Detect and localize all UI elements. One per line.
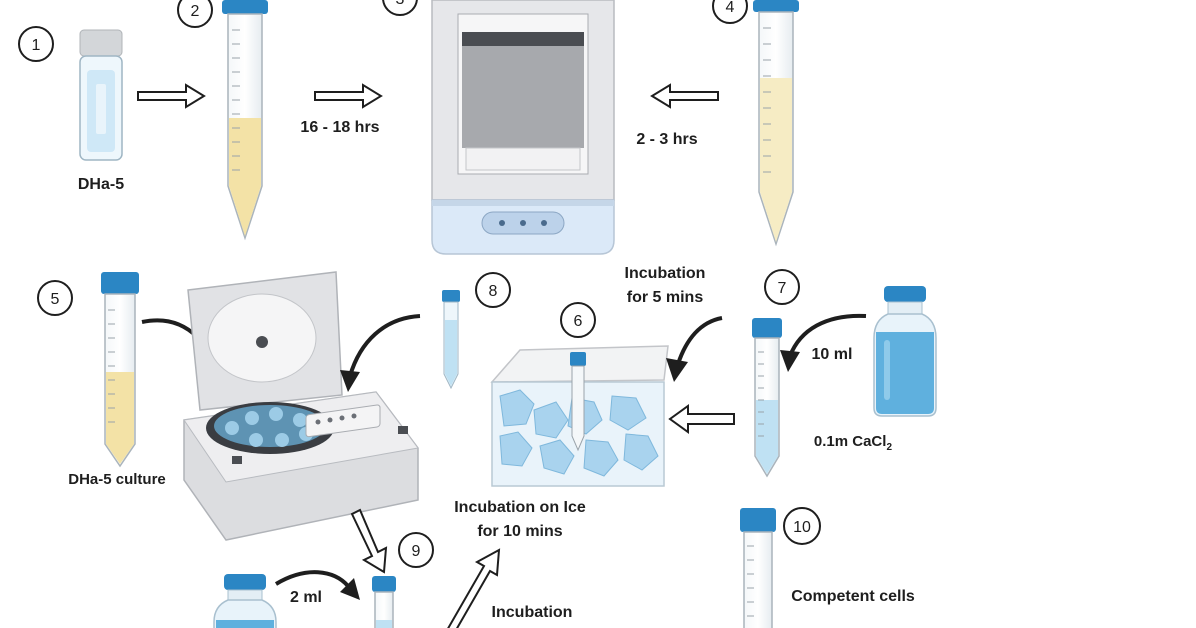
- step-4-number: 4: [726, 0, 735, 16]
- ice-box: [490, 345, 669, 487]
- ice-incubation-line2: for 10 mins: [477, 523, 562, 540]
- tube-step10: [740, 508, 776, 628]
- centrifuge: [183, 271, 419, 541]
- ml10-label: 10 ml: [812, 346, 853, 363]
- step-6-number: 6: [574, 313, 583, 330]
- arrow-tube7-to-ice: [668, 404, 735, 434]
- incubator: [431, 0, 615, 255]
- arrow-9-to-ice: [447, 548, 501, 628]
- culture-tube-step4: [753, 0, 799, 247]
- culture-tube-step5: [101, 272, 139, 468]
- time-16-18-label: 16 - 18 hrs: [300, 119, 379, 136]
- culture-tube-step2: [222, 0, 268, 241]
- ml2-label: 2 ml: [290, 589, 322, 606]
- incubation-5-line2: for 5 mins: [627, 289, 704, 306]
- tube-step7: [752, 318, 782, 478]
- step-3-number: 3: [396, 0, 405, 8]
- culture-label: DHa-5 culture: [68, 471, 166, 488]
- dha5-label: DHa-5: [78, 176, 124, 193]
- arrow-2-to-3: [314, 83, 383, 109]
- step-4-circle: 4: [712, 0, 748, 24]
- arrow-to-ice-box: [666, 316, 723, 382]
- step-9-number: 9: [412, 543, 421, 560]
- arrow-bottle-to-tube9: [274, 570, 360, 600]
- cacl2-label-sub: 2: [886, 442, 892, 453]
- step-10-circle: 10: [783, 507, 821, 545]
- step-10-number: 10: [793, 519, 811, 536]
- cacl2-bottle: [873, 286, 937, 417]
- time-2-3-label: 2 - 3 hrs: [636, 131, 697, 148]
- step-6-circle: 6: [560, 302, 596, 338]
- ice-incubation-line1: Incubation on Ice: [454, 499, 586, 516]
- arrow-4-to-3: [650, 83, 719, 109]
- step-8-circle: 8: [475, 272, 511, 308]
- step-9-circle: 9: [398, 532, 434, 568]
- step-3-circle: 3: [382, 0, 418, 16]
- cacl2-label-main: 0.1m CaCl: [814, 433, 887, 450]
- step-5-number: 5: [51, 291, 60, 308]
- competent-cells-label: Competent cells: [791, 588, 915, 605]
- bottom-bottle: [213, 574, 277, 628]
- tube-step9: [372, 576, 396, 628]
- bottom-incubation-label: Incubation: [492, 604, 573, 621]
- small-tube-step8: [442, 290, 460, 390]
- arrow-centrifuge-to-9: [350, 508, 388, 574]
- step-2-number: 2: [191, 3, 200, 20]
- cacl2-label: 0.1m CaCl2: [814, 433, 893, 453]
- step-2-circle: 2: [177, 0, 213, 28]
- step-7-number: 7: [778, 280, 787, 297]
- arrow-bottle-to-tube7: [780, 313, 867, 372]
- step-1-circle: 1: [18, 26, 54, 62]
- step-8-number: 8: [489, 283, 498, 300]
- incubation-5-line1: Incubation: [625, 265, 706, 282]
- step-1-number: 1: [32, 37, 41, 54]
- step-7-circle: 7: [764, 269, 800, 305]
- arrow-tube8-to-centrifuge: [340, 314, 421, 392]
- step-5-circle: 5: [37, 280, 73, 316]
- dha5-vial: [79, 29, 123, 161]
- arrow-1-to-2: [137, 83, 206, 109]
